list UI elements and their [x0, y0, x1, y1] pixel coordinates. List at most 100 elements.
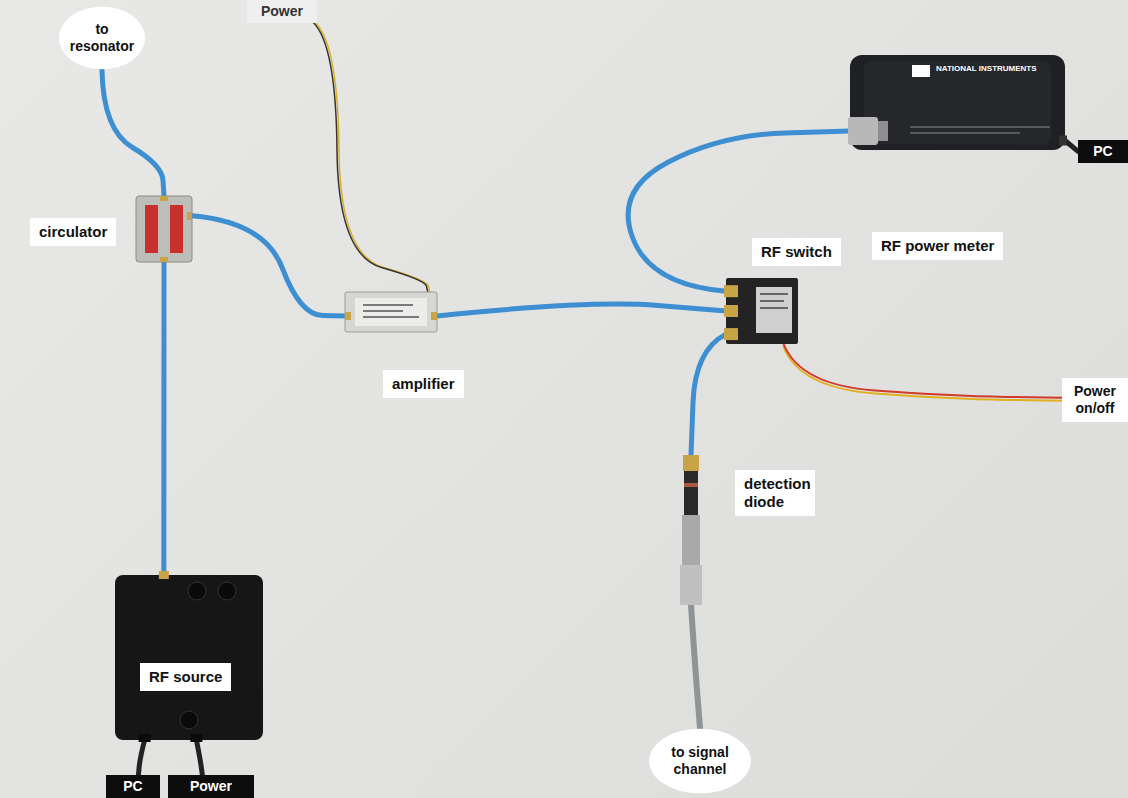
component-label: detection diode: [744, 475, 806, 511]
print-line: [363, 304, 413, 306]
sma-port: [160, 257, 168, 262]
knob: [180, 711, 198, 729]
tag-text: Power: [261, 3, 303, 20]
component-label: amplifier: [392, 375, 455, 393]
sma-port: [159, 571, 169, 579]
cable-line: [784, 344, 1062, 398]
red-sticker: [145, 205, 158, 253]
label-tag: RF source: [140, 663, 231, 691]
cable: [437, 304, 726, 316]
cable-line: [628, 131, 850, 291]
diode-body: [684, 471, 698, 515]
cable-line: [314, 23, 428, 292]
meter-device: RF power meterNATIONAL INSTRUMENTS: [850, 55, 1065, 150]
sma-cap: [188, 582, 206, 600]
diode-device: detection diode: [680, 455, 702, 605]
n-connector-collar: [878, 121, 888, 141]
sma-port: [724, 285, 738, 297]
terminal-label: Power: [261, 3, 303, 20]
label-tag: detection diode: [735, 470, 815, 516]
usb-port: [1059, 136, 1067, 146]
cable-line: [691, 605, 700, 728]
cable-line: [192, 216, 345, 316]
source-device: RF source: [115, 575, 263, 740]
cable-line: [196, 740, 202, 775]
print-line: [760, 307, 788, 309]
terminal-tag: Power: [168, 775, 254, 798]
cable: [138, 740, 144, 775]
terminal-ellipse: to signal channel: [648, 728, 752, 794]
ellipse-text: to resonator: [70, 21, 135, 55]
terminal-label: Power on/off: [1070, 383, 1120, 417]
amplifier-picture: [345, 292, 437, 332]
housing: [345, 292, 437, 332]
terminal-tag: Power: [247, 0, 317, 23]
amplifier-device: amplifier: [345, 292, 437, 332]
label-tag: amplifier: [383, 370, 464, 398]
label-tag: RF power meter: [872, 232, 1003, 260]
sma-port: [431, 312, 437, 320]
tag-text: Power on/off: [1070, 383, 1120, 417]
cable: [192, 216, 345, 316]
cable: [163, 262, 164, 575]
ellipse-shape: [649, 729, 751, 794]
cable-line: [138, 740, 144, 775]
print-line: [760, 293, 788, 295]
diode-picture: [680, 455, 702, 605]
housing-face: [864, 61, 1051, 144]
print-line: [363, 310, 403, 312]
tag-text: PC: [123, 778, 142, 795]
terminal-label: PC: [123, 778, 142, 795]
terminal-label: to resonator: [70, 21, 135, 55]
sma-port: [187, 212, 192, 220]
label-tag: circulator: [30, 218, 116, 246]
cable: [691, 605, 700, 728]
cable: [784, 344, 1062, 401]
logo-mark: [912, 65, 930, 77]
sma-connector: [683, 455, 699, 471]
label-tag: RF switch: [752, 238, 841, 266]
cable: [102, 70, 164, 196]
cable: [314, 23, 430, 292]
cable: [691, 334, 726, 455]
component-label: RF power meter: [881, 237, 994, 255]
component-label: RF switch: [761, 243, 832, 261]
terminal-tag: PC: [1078, 140, 1128, 163]
label-plate: [756, 287, 792, 333]
cable-line: [691, 334, 726, 455]
terminal-label: Power: [190, 778, 232, 795]
usb-port: [139, 734, 151, 742]
component-label: RF source: [149, 668, 222, 686]
cable: [196, 740, 202, 775]
power-port: [190, 734, 202, 742]
ellipse-shape: [59, 7, 145, 70]
terminal-ellipse: to resonator: [58, 6, 146, 70]
bnc-nut: [680, 565, 702, 605]
sma-port: [724, 305, 738, 317]
sma-port: [724, 328, 738, 340]
terminal-label: to signal channel: [662, 744, 739, 778]
print-line: [760, 300, 784, 302]
print-line: [910, 126, 1050, 128]
housing: [136, 196, 192, 262]
print-line: [363, 316, 419, 318]
cable-strand: [316, 23, 430, 292]
sma-port: [160, 196, 168, 201]
tag-text: Power: [190, 778, 232, 795]
cable-line: [161, 262, 166, 575]
red-sticker: [170, 205, 183, 253]
circulator-picture: [136, 196, 192, 262]
sma-port: [345, 312, 351, 320]
housing: [115, 575, 263, 740]
sma-cap: [218, 582, 236, 600]
component-label: circulator: [39, 223, 107, 241]
brand-print: NATIONAL INSTRUMENTS: [936, 65, 1037, 73]
tag-text: PC: [1093, 143, 1112, 160]
diode-band: [684, 483, 698, 487]
circulator-device: circulator: [136, 196, 192, 262]
cable: [628, 131, 850, 291]
terminal-tag: PC: [106, 775, 160, 798]
housing: [850, 55, 1065, 150]
switch-picture: [726, 278, 798, 344]
